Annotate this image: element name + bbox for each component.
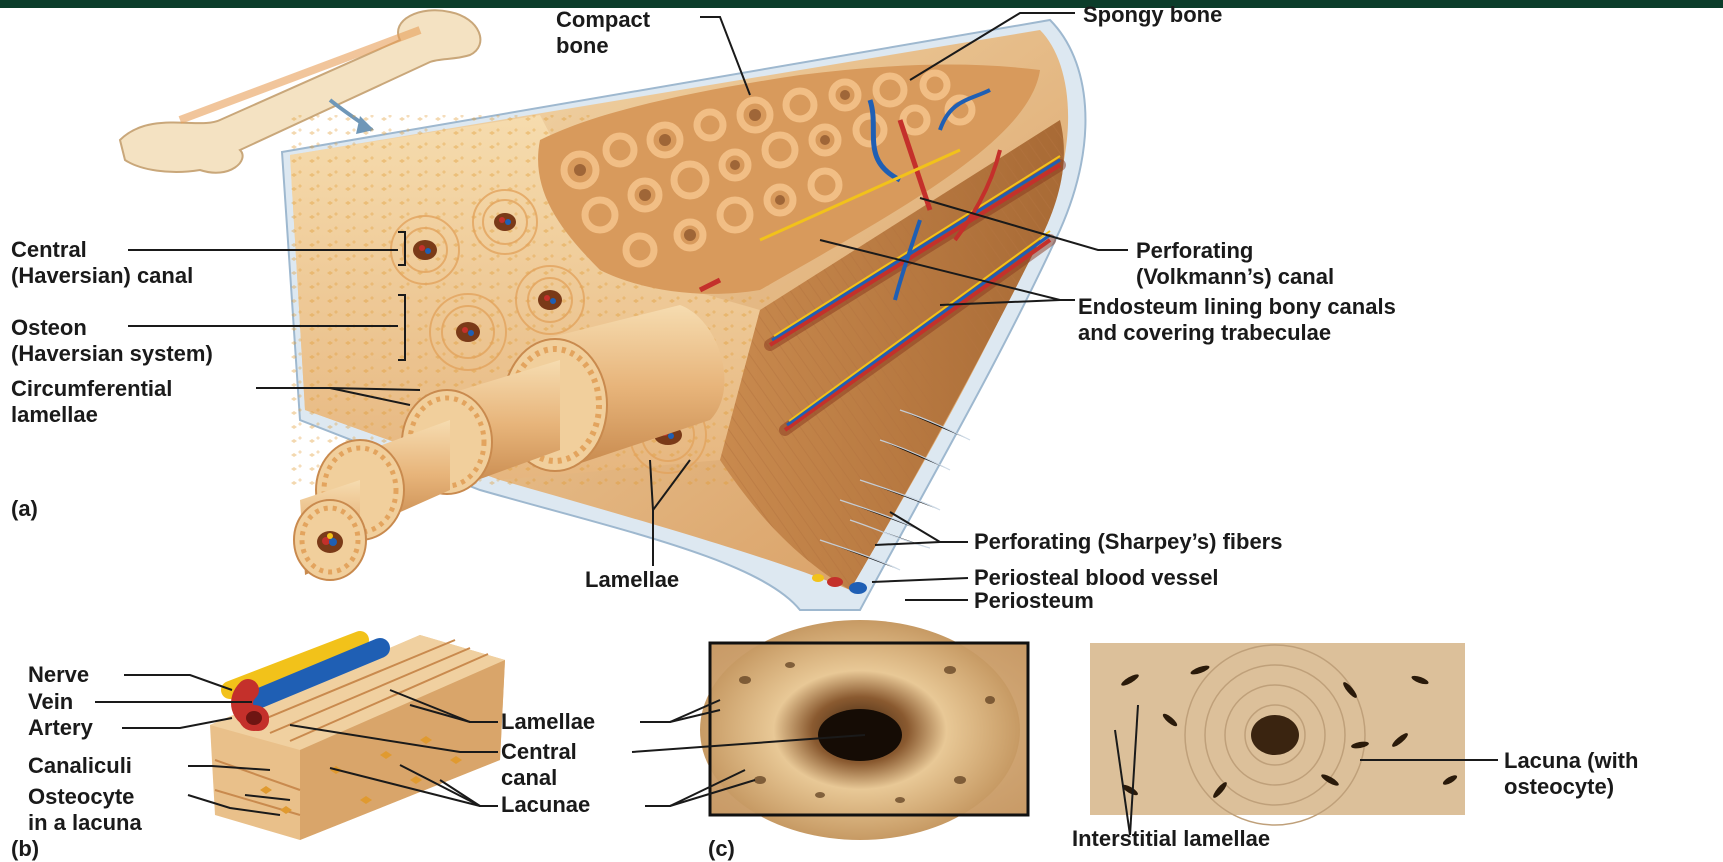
label-circumferential-1: Circumferential	[11, 376, 172, 402]
label-canaliculi: Canaliculi	[28, 753, 132, 779]
label-sharpey-fibers: Perforating (Sharpey’s) fibers	[974, 529, 1282, 555]
label-periosteum: Periosteum	[974, 588, 1094, 614]
label-lacuna-osteocyte-1: Lacuna (with	[1504, 748, 1638, 774]
label-nerve: Nerve	[28, 662, 89, 688]
label-compact-bone-2: bone	[556, 33, 609, 59]
label-spongy-bone: Spongy bone	[1083, 2, 1222, 28]
panel-c-micrograph-interstitial	[1090, 643, 1465, 825]
label-osteon-2: (Haversian system)	[11, 341, 213, 367]
label-osteon-1: Osteon	[11, 315, 87, 341]
label-lacuna-osteocyte-2: osteocyte)	[1504, 774, 1614, 800]
panel-c-micrograph-osteon	[700, 620, 1028, 840]
label-perforating-canal-2: (Volkmann’s) canal	[1136, 264, 1334, 290]
label-compact-bone-1: Compact	[556, 7, 650, 33]
panel-b-osteon-block	[210, 635, 505, 840]
label-circumferential-2: lamellae	[11, 402, 98, 428]
label-osteocyte-2: in a lacuna	[28, 810, 142, 836]
label-lamellae-b: Lamellae	[501, 709, 595, 735]
label-panel-c: (c)	[708, 836, 735, 862]
label-lacunae: Lacunae	[501, 792, 590, 818]
label-endosteum-1: Endosteum lining bony canals	[1078, 294, 1396, 320]
label-endosteum-2: and covering trabeculae	[1078, 320, 1331, 346]
label-panel-a: (a)	[11, 496, 38, 522]
label-vein: Vein	[28, 689, 73, 715]
label-osteocyte-1: Osteocyte	[28, 784, 134, 810]
label-interstitial-lamellae: Interstitial lamellae	[1072, 826, 1270, 852]
label-panel-b: (b)	[11, 836, 39, 862]
label-lamellae-a: Lamellae	[585, 567, 679, 593]
label-artery: Artery	[28, 715, 93, 741]
label-central-canal-1: Central	[11, 237, 87, 263]
label-central-canal-b-2: canal	[501, 765, 557, 791]
label-central-canal-2: (Haversian) canal	[11, 263, 193, 289]
label-central-canal-b-1: Central	[501, 739, 577, 765]
label-perforating-canal-1: Perforating	[1136, 238, 1253, 264]
